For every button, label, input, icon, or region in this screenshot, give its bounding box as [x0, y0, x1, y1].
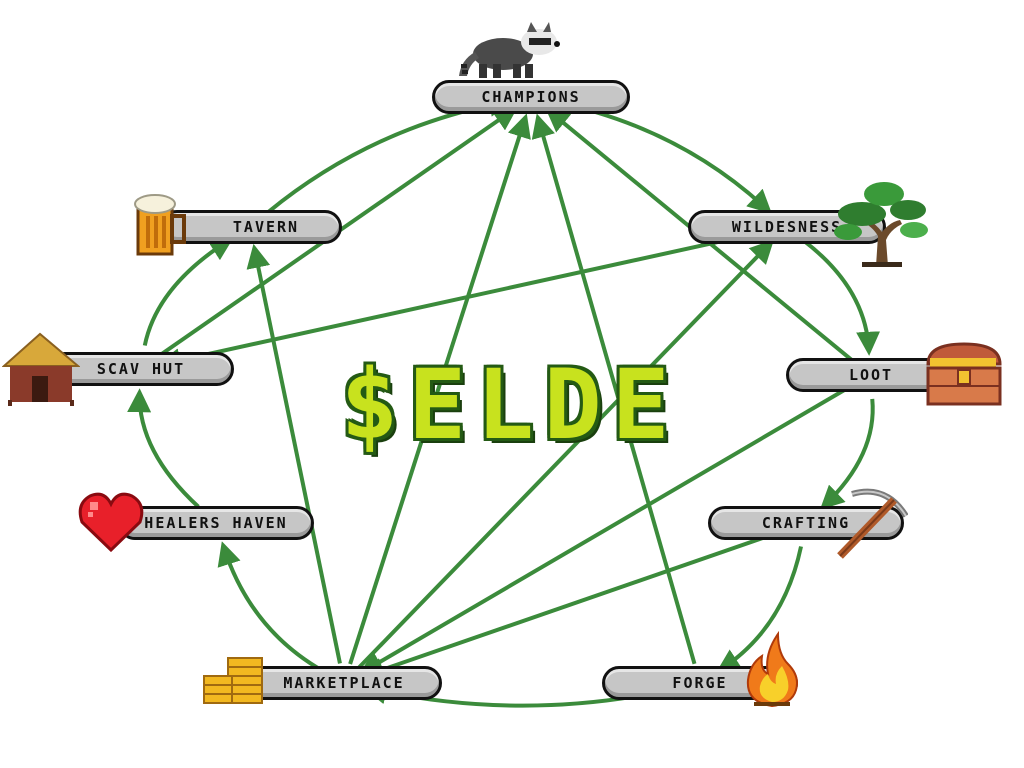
node-loot-label: LOOT	[848, 366, 894, 384]
arrow-crafting-to-forge	[716, 546, 803, 673]
bonsai-tree-icon	[834, 182, 928, 267]
diagram-title: $ELDE	[340, 349, 680, 461]
node-champions-label: CHAMPIONS	[481, 88, 581, 106]
node-healers-haven-label: HEALERS HAVEN	[144, 514, 288, 532]
arrow-marketplace-to-wildesness	[356, 239, 775, 671]
hut-icon	[2, 332, 80, 406]
arrow-healers_haven-to-scav_hut	[127, 388, 200, 509]
node-crafting: CRAFTING	[708, 506, 904, 540]
node-tavern: TAVERN	[160, 210, 342, 244]
treasure-chest-icon	[926, 342, 1002, 406]
arrow-wildesness-to-scav_hut	[156, 229, 767, 372]
gold-coins-icon	[203, 657, 263, 704]
node-healers-haven: HEALERS HAVEN	[118, 506, 314, 540]
arrow-loot-to-crafting	[819, 398, 875, 510]
arrow-marketplace-to-champions	[348, 113, 531, 665]
node-marketplace: MARKETPLACE	[246, 666, 442, 700]
arrow-marketplace-to-tavern	[246, 243, 342, 664]
node-champions: CHAMPIONS	[432, 80, 630, 114]
node-wildesness-label: WILDESNESS	[731, 218, 843, 236]
heart-icon	[78, 492, 144, 552]
raccoon-icon	[459, 22, 560, 78]
arrow-crafting-to-marketplace	[360, 527, 788, 681]
arrow-loot-to-marketplace	[358, 383, 854, 675]
arrow-wildesness-to-loot	[803, 240, 881, 356]
arrow-champions-to-wildesness	[555, 99, 772, 214]
arrow-marketplace-to-healers_haven	[217, 541, 325, 673]
node-scav-hut: SCAV HUT	[48, 352, 234, 386]
fire-icon	[746, 630, 798, 708]
pickaxe-icon	[837, 488, 908, 559]
arrow-scav_hut-to-tavern	[142, 237, 234, 346]
beer-mug-icon	[134, 194, 186, 256]
node-marketplace-label: MARKETPLACE	[283, 674, 405, 692]
arrow-forge-to-champions	[531, 113, 697, 665]
node-scav-hut-label: SCAV HUT	[96, 360, 186, 378]
node-crafting-label: CRAFTING	[761, 514, 851, 532]
node-forge-label: FORGE	[672, 674, 728, 692]
node-tavern-label: TAVERN	[232, 218, 300, 236]
